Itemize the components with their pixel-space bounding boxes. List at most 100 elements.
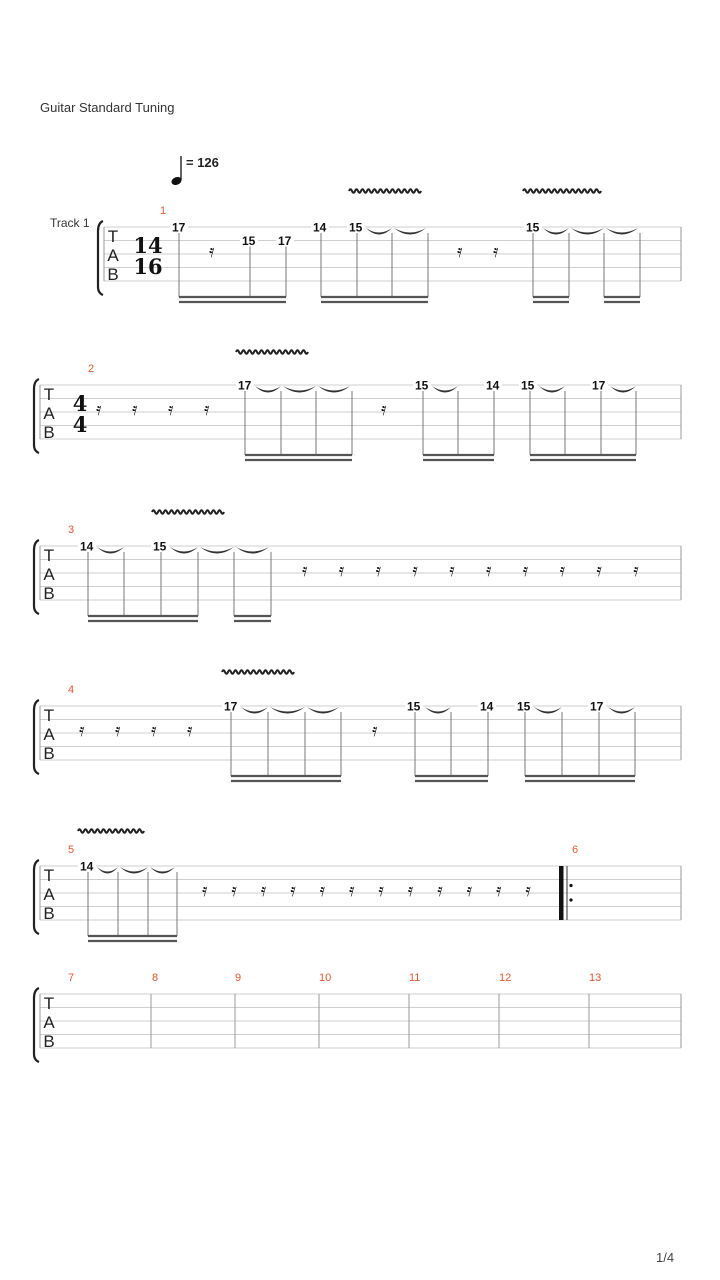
sixteenth-rest-icon: 𝄿 <box>209 241 215 262</box>
fret-label-bg <box>519 379 537 391</box>
fret-label-bg <box>78 540 96 552</box>
sixteenth-rest-icon: 𝄿 <box>349 880 355 901</box>
system-bracket <box>32 986 40 1064</box>
sixteenth-rest-icon: 𝄿 <box>168 399 174 420</box>
sixteenth-rest-icon: 𝄿 <box>115 720 121 741</box>
sixteenth-rest-icon: 𝄿 <box>187 720 193 741</box>
tab-letter-t: T <box>44 546 54 565</box>
sixteenth-rest-icon: 𝄿 <box>372 720 378 741</box>
tie-icon <box>236 547 269 554</box>
fret-number: 17 <box>224 700 238 714</box>
tab-letter-a: A <box>43 885 55 904</box>
system-bracket <box>32 538 40 616</box>
repeat-dot <box>569 883 573 888</box>
tie-icon <box>97 547 124 554</box>
tab-letter-b: B <box>43 744 54 763</box>
tie-icon <box>170 547 198 554</box>
fret-number: 15 <box>521 379 535 393</box>
fret-number: 17 <box>590 700 604 714</box>
sixteenth-rest-icon: 𝄿 <box>560 560 566 581</box>
sixteenth-rest-icon: 𝄿 <box>496 880 502 901</box>
fret-number: 15 <box>517 700 531 714</box>
tie-icon <box>120 867 148 874</box>
repeat-end-icon <box>559 866 564 920</box>
vibrato-icon <box>235 349 309 355</box>
fret-number: 15 <box>242 234 256 248</box>
fret-number: 15 <box>349 221 363 235</box>
quarter-note-icon <box>171 156 182 186</box>
sixteenth-rest-icon: 𝄿 <box>376 560 382 581</box>
sixteenth-rest-icon: 𝄿 <box>320 880 326 901</box>
sixteenth-rest-icon: 𝄿 <box>486 560 492 581</box>
vibrato-icon <box>77 828 145 834</box>
tab-letter-t: T <box>44 866 54 885</box>
fret-label-bg <box>347 221 365 233</box>
fret-label-bg <box>170 221 188 233</box>
fret-label-bg <box>405 700 423 712</box>
tie-icon <box>425 707 451 714</box>
tab-letter-b: B <box>43 904 54 923</box>
fret-number: 15 <box>526 221 540 235</box>
sixteenth-rest-icon: 𝄿 <box>132 399 138 420</box>
bar-number: 3 <box>68 524 74 536</box>
time-signature-top: 14 <box>133 233 162 258</box>
tie-icon <box>394 228 426 235</box>
sixteenth-rest-icon: 𝄿 <box>412 560 418 581</box>
tie-icon <box>543 228 569 235</box>
bar-number: 12 <box>499 972 511 984</box>
sixteenth-rest-icon: 𝄿 <box>525 880 531 901</box>
system-bracket <box>32 858 40 936</box>
tie-icon <box>610 386 636 393</box>
tab-letter-b: B <box>43 423 54 442</box>
tie-icon <box>270 707 305 714</box>
sixteenth-rest-icon: 𝄿 <box>79 720 85 741</box>
fret-label-bg <box>311 221 329 233</box>
sixteenth-rest-icon: 𝄿 <box>151 720 157 741</box>
bar-number: 7 <box>68 972 74 984</box>
fret-number: 14 <box>80 540 94 554</box>
sixteenth-rest-icon: 𝄿 <box>302 560 308 581</box>
fret-label-bg <box>484 379 502 391</box>
bar-number: 9 <box>235 972 241 984</box>
tab-letter-t: T <box>108 227 118 246</box>
tab-letter-t: T <box>44 994 54 1013</box>
bar-number: 5 <box>68 844 74 856</box>
tie-icon <box>539 386 565 393</box>
fret-number: 15 <box>415 379 429 393</box>
repeat-dot <box>569 898 573 902</box>
bar-number: 4 <box>68 684 74 696</box>
fret-number: 17 <box>278 234 292 248</box>
fret-label-bg <box>590 379 608 391</box>
tie-icon <box>318 386 350 393</box>
sixteenth-rest-icon: 𝄿 <box>633 560 639 581</box>
system-bracket <box>96 219 104 297</box>
time-signature-bottom: 4 <box>73 412 88 437</box>
tie-icon <box>606 228 638 235</box>
fret-label-bg <box>276 234 294 247</box>
page-number: 1/4 <box>656 1250 675 1265</box>
fret-label-bg <box>240 234 258 247</box>
tab-letter-t: T <box>44 385 54 404</box>
fret-label-bg <box>236 379 254 391</box>
fret-label-bg <box>413 379 431 391</box>
track-label: Track 1 <box>50 216 90 230</box>
tie-icon <box>366 228 392 235</box>
vibrato-icon <box>221 669 295 675</box>
bar-number: 13 <box>589 972 601 984</box>
tie-icon <box>255 386 281 393</box>
sixteenth-rest-icon: 𝄿 <box>493 241 499 262</box>
tab-letter-a: A <box>43 725 55 744</box>
sixteenth-rest-icon: 𝄿 <box>467 880 473 901</box>
sixteenth-rest-icon: 𝄿 <box>261 880 267 901</box>
tab-letter-t: T <box>44 706 54 725</box>
bar-number: 11 <box>409 972 420 984</box>
sixteenth-rest-icon: 𝄿 <box>231 880 237 901</box>
fret-number: 14 <box>486 379 500 393</box>
bar-number: 2 <box>88 363 94 375</box>
vibrato-icon <box>522 188 602 194</box>
system-bracket <box>32 377 40 455</box>
time-signature-bottom: 16 <box>133 254 162 279</box>
tab-letter-a: A <box>43 1013 55 1032</box>
